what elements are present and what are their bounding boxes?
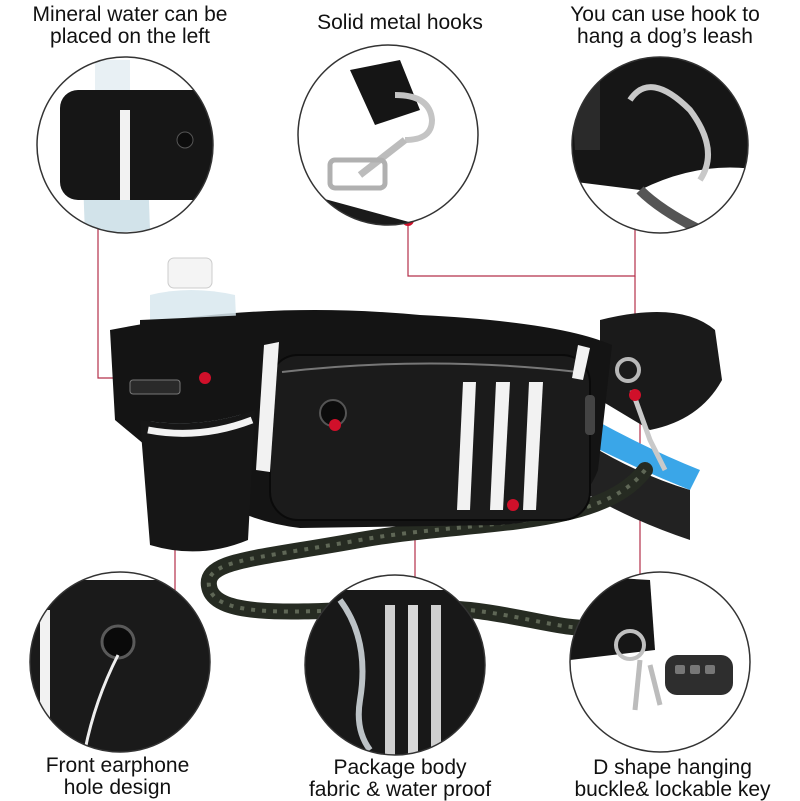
callout-package-body: Package body fabric & water proof (285, 757, 515, 801)
callout-leash-hook-line2: hang a dog’s leash (577, 25, 753, 48)
callout-earphone-hole: Front earphone hole design (10, 755, 225, 799)
water-bottle-holder (129, 257, 255, 552)
leader-line-hooks (407, 220, 636, 277)
detail-circle-d-buckle (569, 571, 751, 753)
callout-package-body-line2: fabric & water proof (308, 778, 492, 801)
callout-water-bottle-line2: placed on the left (50, 25, 210, 48)
detail-circle-fabric (304, 574, 486, 756)
leash-hook-icon (627, 84, 711, 182)
reflective-stripes (256, 342, 590, 510)
callout-package-body-line1: Package body (333, 756, 467, 779)
metal-hook-icon (394, 92, 436, 143)
detail-circle-leash-hook (571, 56, 749, 234)
callout-d-buckle-line2: buckle& lockable key (574, 778, 771, 801)
detail-circle-earphone (29, 571, 211, 753)
callout-water-bottle: Mineral water can be placed on the left (0, 4, 260, 48)
marker-dot-leash (629, 389, 641, 401)
callout-earphone-hole-line1: Front earphone (45, 754, 190, 777)
callout-d-buckle: D shape hanging buckle& lockable key (550, 757, 795, 801)
detail-circle-metal-hooks (297, 44, 479, 226)
callout-earphone-hole-line2: hole design (63, 776, 172, 799)
waist-belt (580, 312, 722, 540)
earphone-icon (100, 624, 136, 660)
marker-dot-earphone (329, 419, 341, 431)
callout-leash-hook: You can use hook to hang a dog’s leash (535, 4, 795, 48)
detail-circle-water-bottle (36, 56, 214, 234)
callout-metal-hooks: Solid metal hooks (275, 12, 525, 34)
marker-dot-fabric (507, 499, 519, 511)
car-key-icon (665, 655, 733, 695)
callout-d-buckle-line1: D shape hanging (593, 756, 752, 779)
marker-dot-bottle (199, 372, 211, 384)
callout-leash-hook-line1: You can use hook to (570, 3, 760, 26)
callout-metal-hooks-line1: Solid metal hooks (317, 11, 483, 34)
callout-water-bottle-line1: Mineral water can be (32, 3, 228, 26)
